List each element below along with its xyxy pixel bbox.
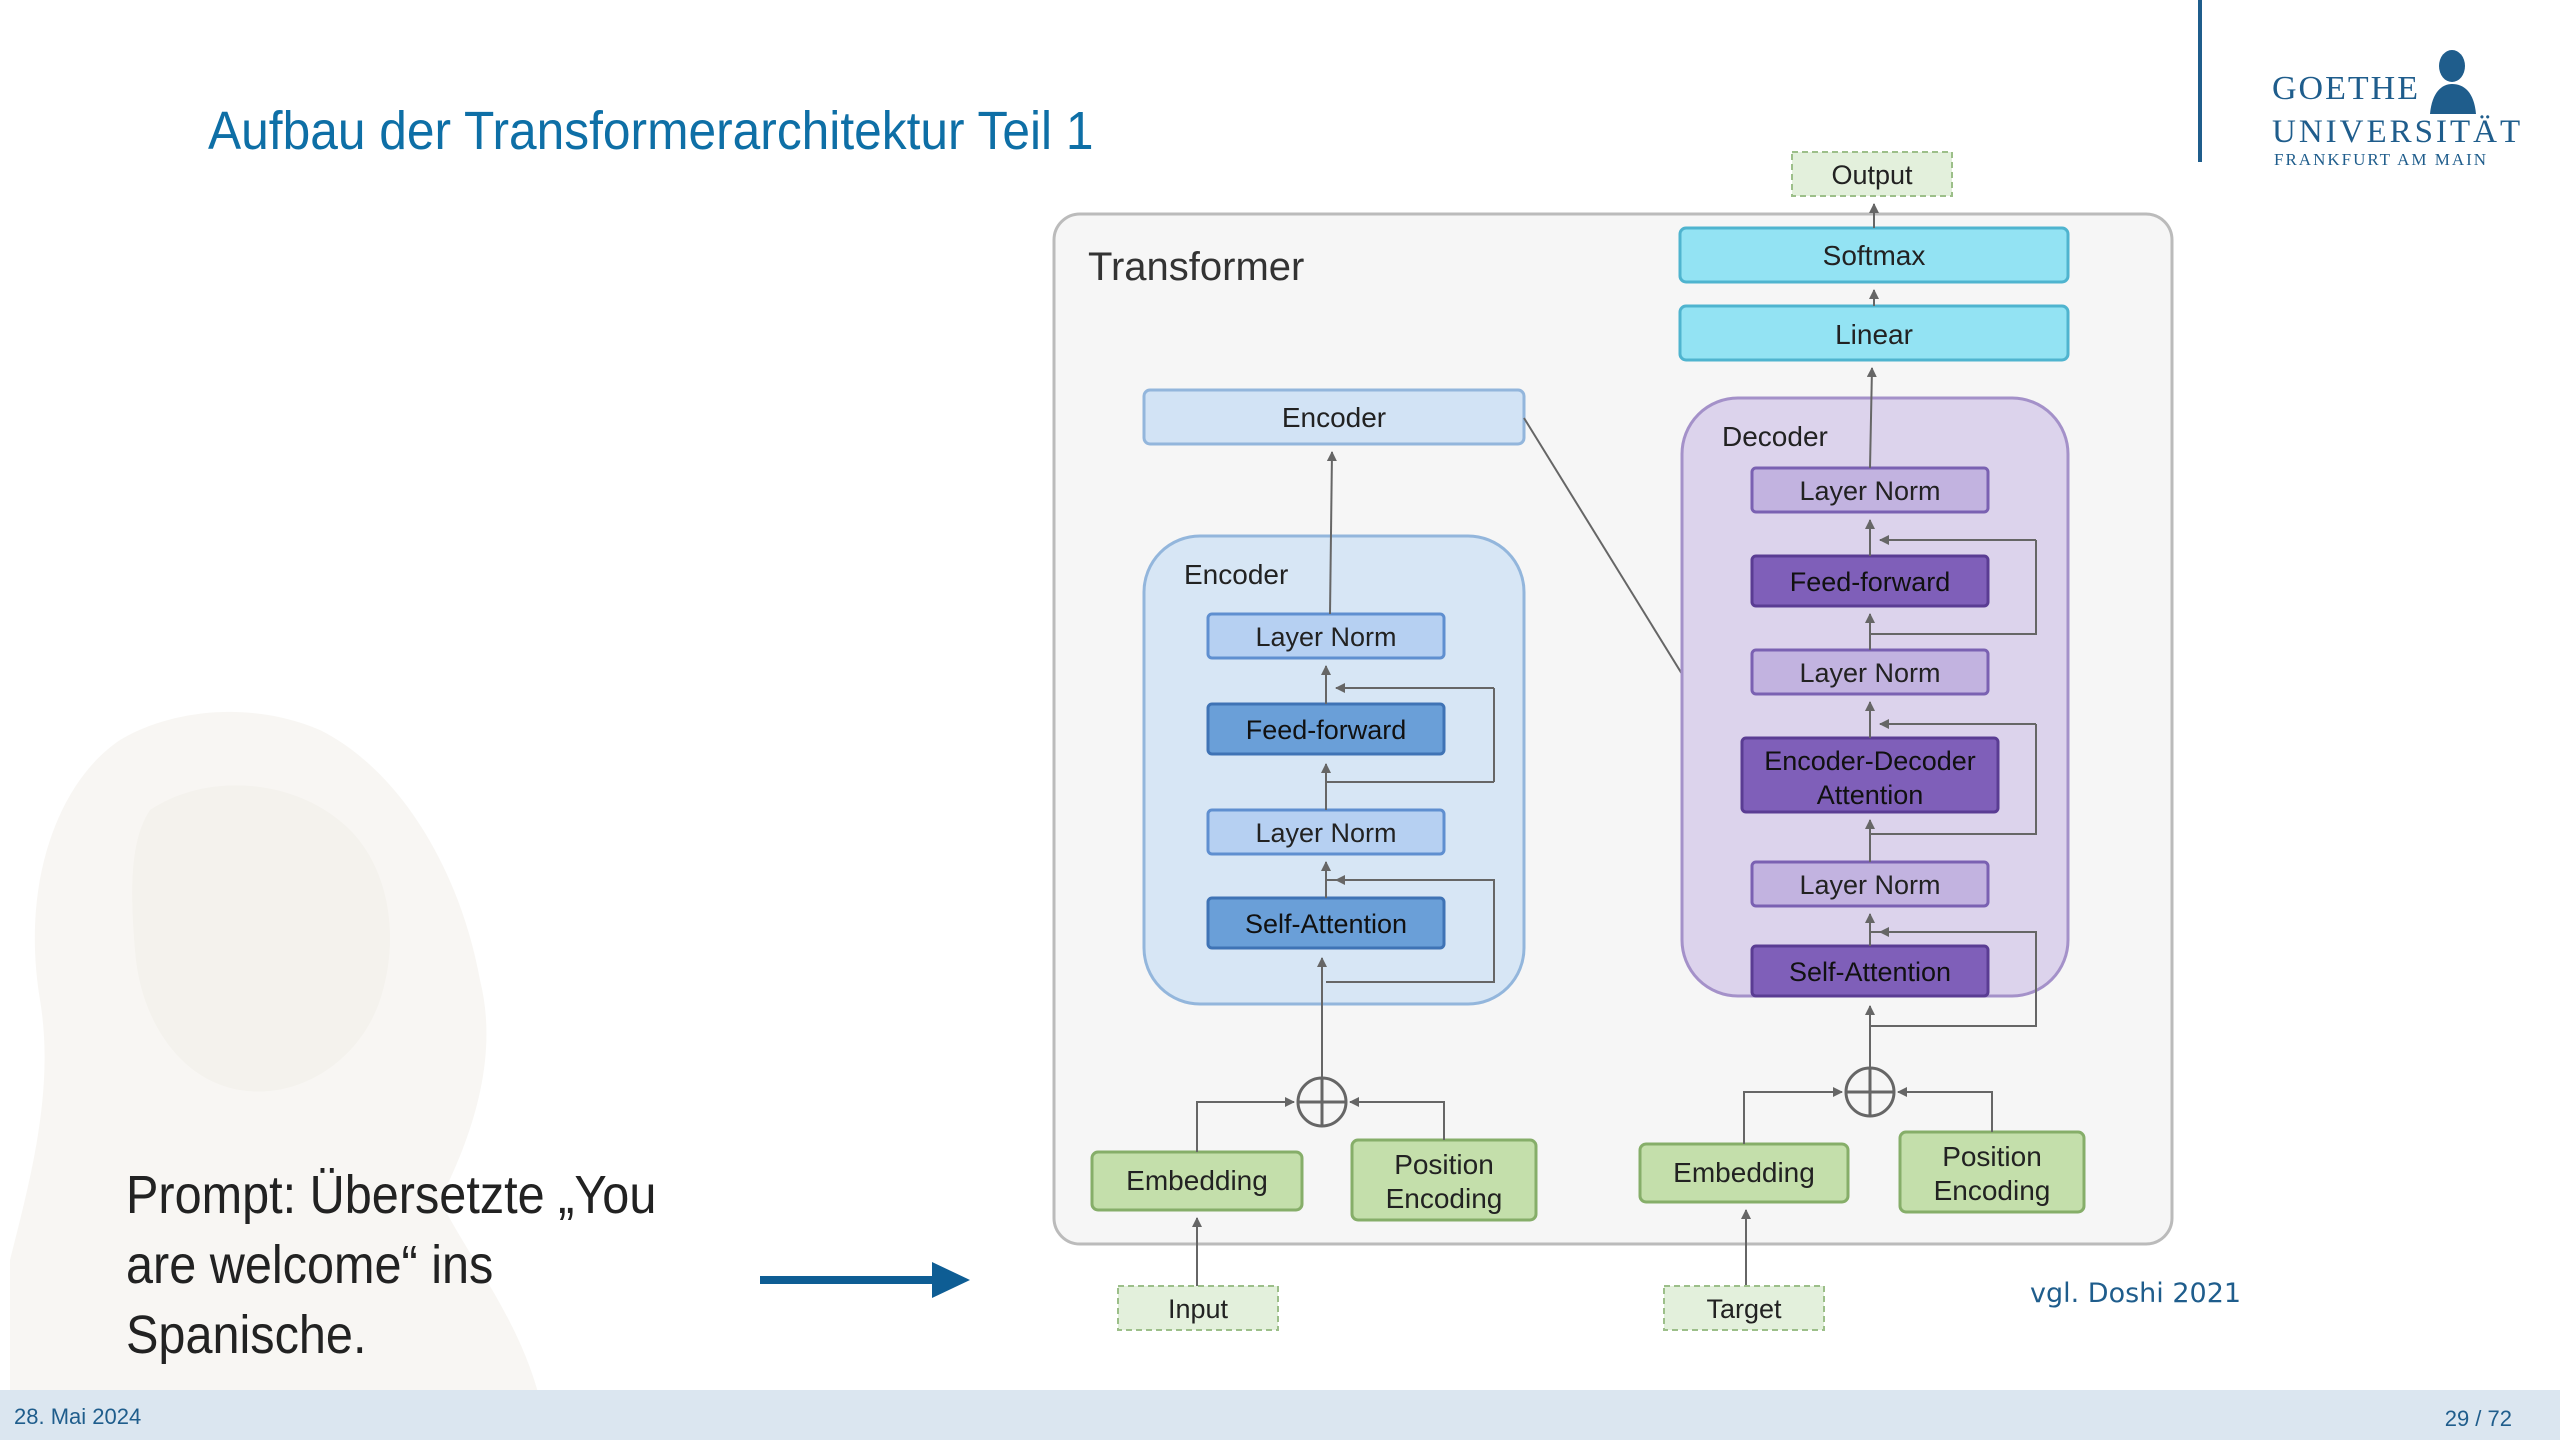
output-box: [1791, 151, 1953, 197]
decoder-layer-norm-bottom-label: Layer Norm: [1799, 870, 1940, 900]
logo-line-1: GOETHE: [2272, 70, 2420, 107]
decoder-position-line1: Position: [1942, 1141, 2042, 1172]
university-logo: GOETHE UNIVERSITÄT FRANKFURT AM MAIN: [2272, 50, 2520, 170]
decoder-embedding-label: Embedding: [1673, 1157, 1815, 1188]
input-label: Input: [1168, 1294, 1229, 1324]
logo-line-3: FRANKFURT AM MAIN: [2274, 150, 2489, 169]
encoder-layer-norm-top: [1206, 612, 1446, 660]
page-number: 29 / 72: [2444, 1406, 2512, 1431]
encoder-output-label: Encoder: [1282, 402, 1386, 433]
goethe-portrait-watermark: [10, 711, 540, 1400]
target-box: [1663, 1285, 1825, 1331]
encoder-feed-forward-label: Feed-forward: [1246, 715, 1407, 745]
target-label: Target: [1706, 1294, 1782, 1324]
linear-label: Linear: [1835, 319, 1913, 350]
encoder-position-line1: Position: [1394, 1149, 1494, 1180]
goethe-bust-icon: [2430, 50, 2476, 114]
decoder-encdec-line1: Encoder-Decoder: [1764, 746, 1976, 776]
decoder-panel-label: Decoder: [1722, 421, 1828, 452]
decoder-position-line2: Encoding: [1934, 1175, 2051, 1206]
encoder-position-line2: Encoding: [1386, 1183, 1503, 1214]
input-box: [1117, 1285, 1279, 1331]
prompt-text: Prompt: Übersetzte „You are welcome“ ins…: [126, 1165, 657, 1365]
footer-date: 28. Mai 2024: [14, 1404, 142, 1429]
decoder-layer-norm-2-label: Layer Norm: [1799, 658, 1940, 688]
decoder-self-attention-label: Self-Attention: [1789, 957, 1951, 987]
decoder-layer-norm-top-label: Layer Norm: [1799, 476, 1940, 506]
output-label: Output: [1831, 160, 1913, 190]
slide-title: Aufbau der Transformerarchitektur Teil 1: [208, 101, 1094, 161]
transformer-title: Transformer: [1088, 245, 1304, 289]
encoder-self-attention-label: Self-Attention: [1245, 909, 1407, 939]
encoder-output-box: [1142, 388, 1526, 446]
transformer-diagram: Transformer Output Softmax Linear Encode…: [1052, 151, 2174, 1331]
encoder-layer-norm-mid-label: Layer Norm: [1255, 818, 1396, 848]
encoder-panel-label: Encoder: [1184, 559, 1288, 590]
softmax-label: Softmax: [1823, 240, 1926, 271]
encoder-layer-norm-top-label: Layer Norm: [1255, 622, 1396, 652]
arrow-right-icon: [760, 1262, 970, 1298]
footer-bar: [0, 1390, 2560, 1440]
encoder-embedding-label: Embedding: [1126, 1165, 1268, 1196]
decoder-feed-forward-label: Feed-forward: [1790, 567, 1951, 597]
logo-divider: [2198, 0, 2202, 162]
citation: vgl. Doshi 2021: [2030, 1278, 2242, 1309]
decoder-encdec-line2: Attention: [1817, 780, 1924, 810]
logo-line-2: UNIVERSITÄT: [2272, 114, 2524, 150]
